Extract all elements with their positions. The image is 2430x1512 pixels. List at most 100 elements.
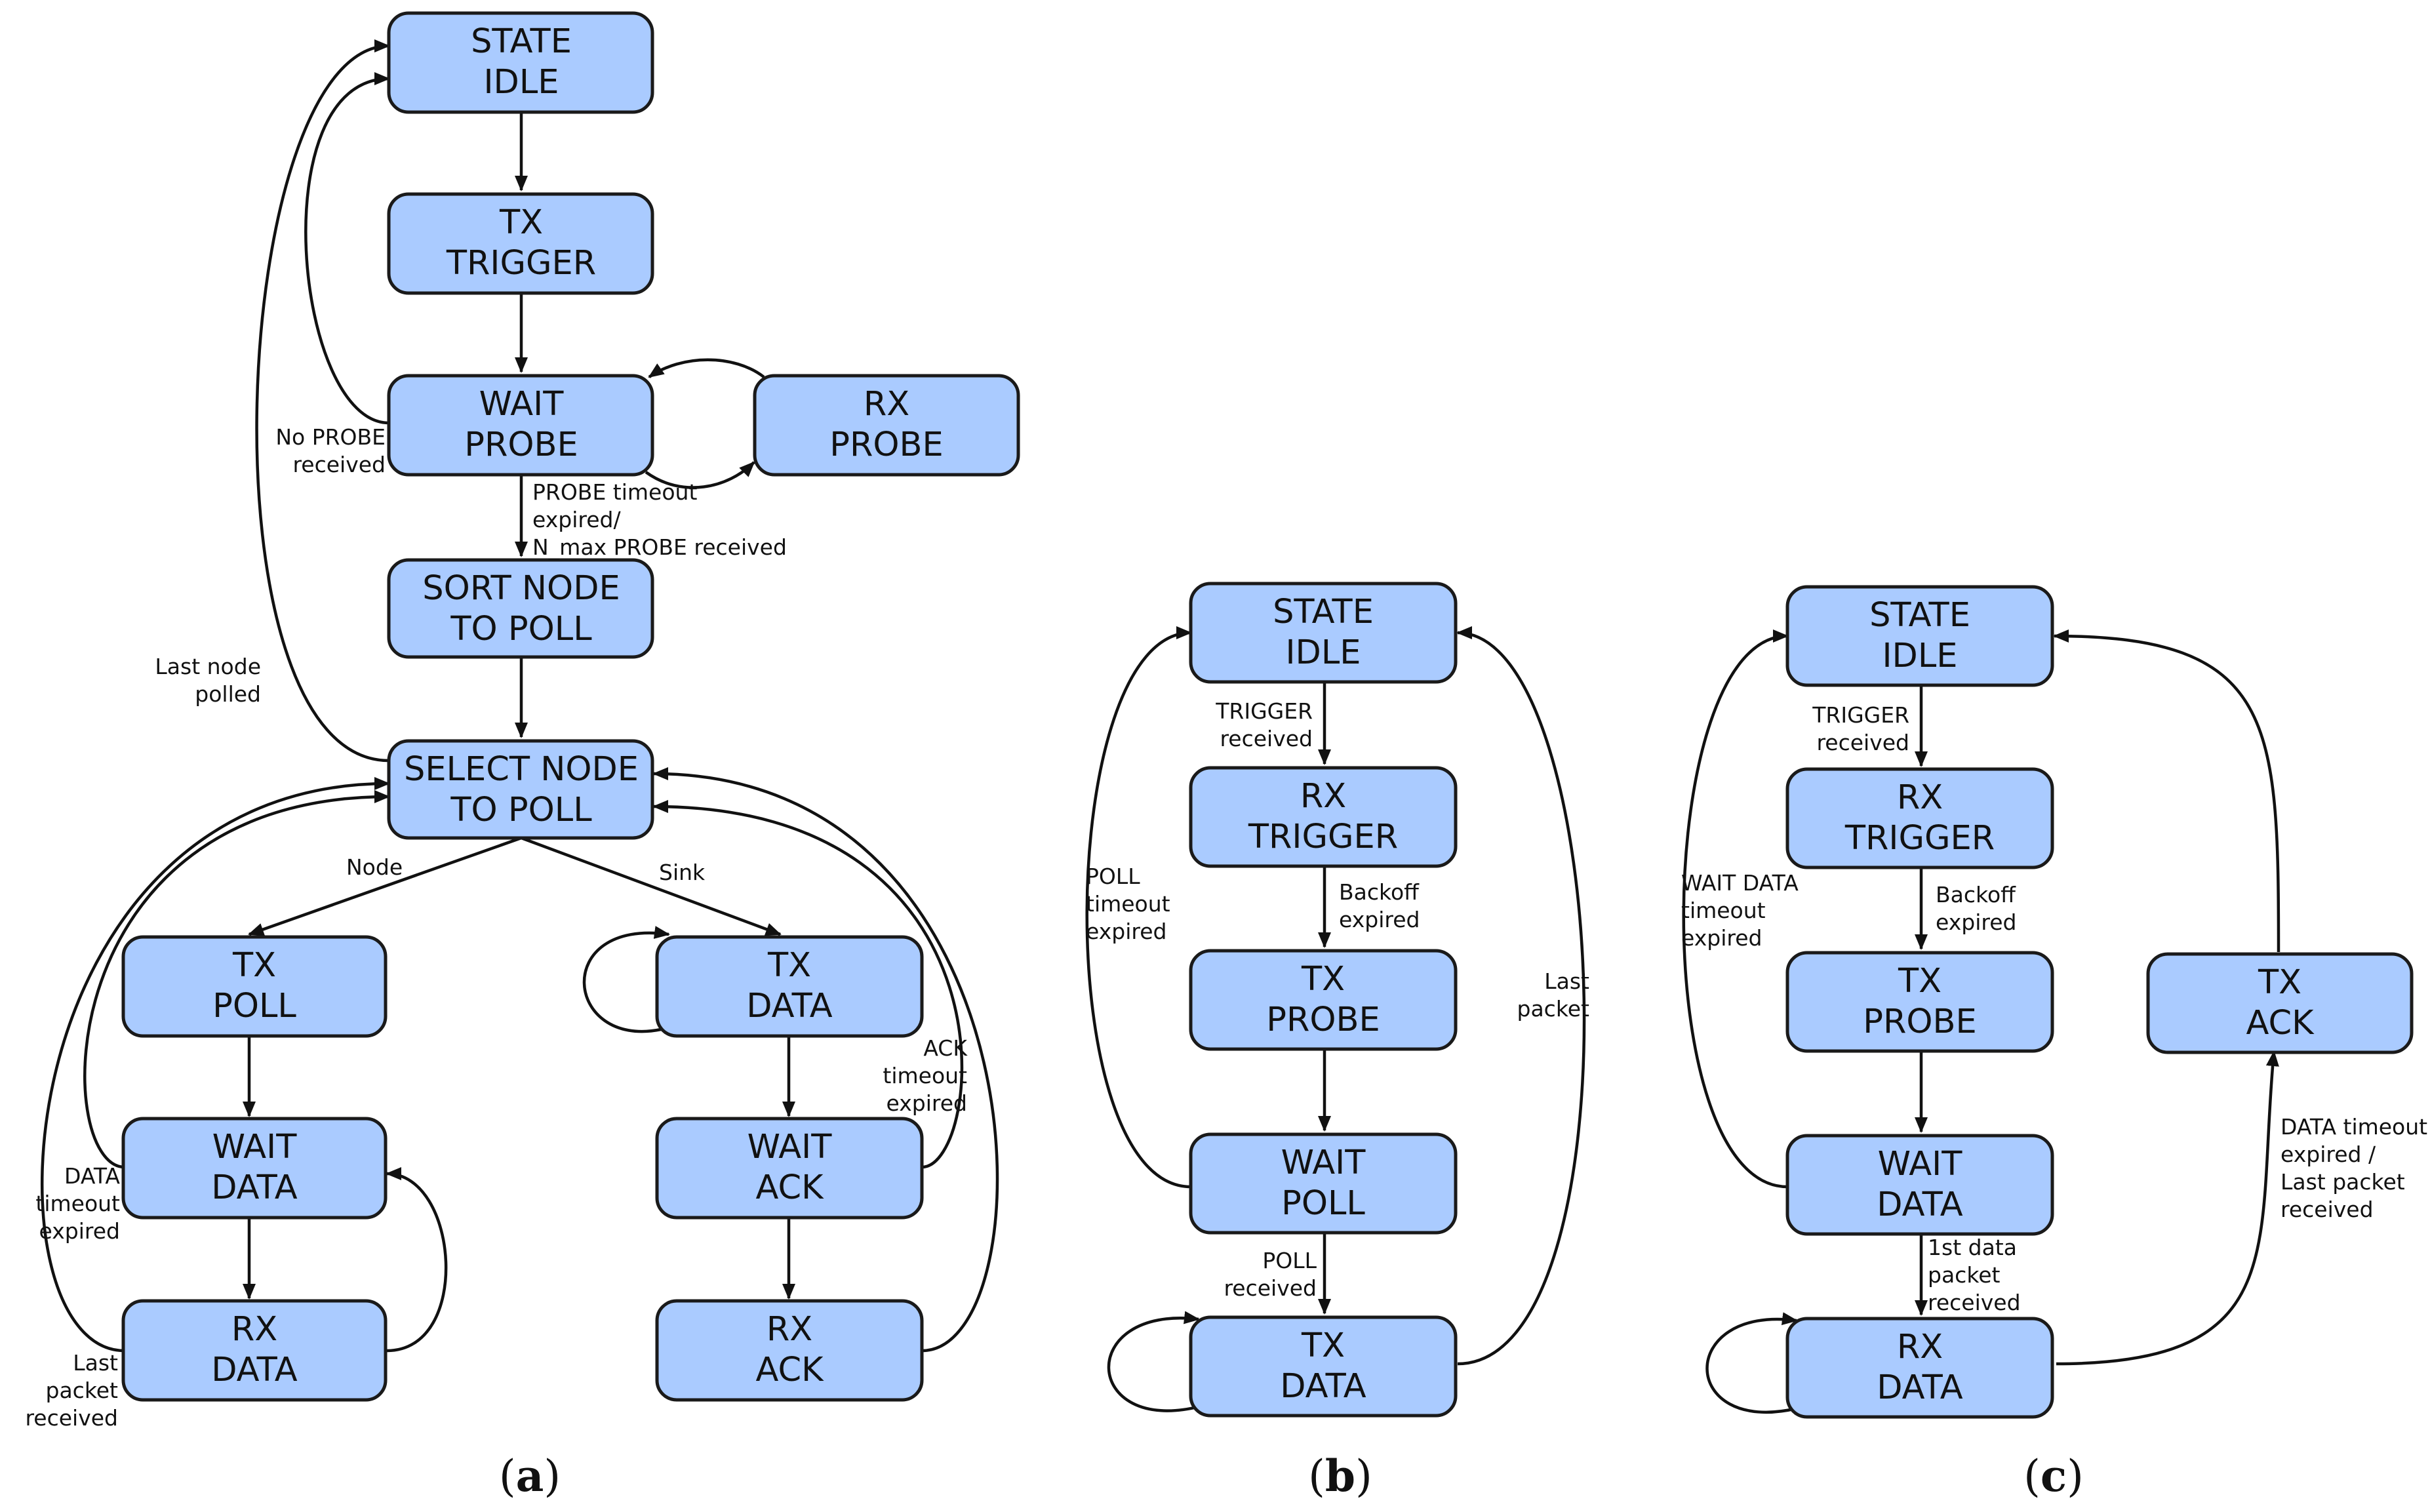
svg-text:IDLE: IDLE bbox=[484, 63, 559, 102]
svg-text:TRIGGER: TRIGGER bbox=[1844, 819, 1995, 858]
svg-text:timeout: timeout bbox=[35, 1191, 120, 1216]
svg-text:ACK: ACK bbox=[755, 1351, 824, 1389]
svg-text:IDLE: IDLE bbox=[1882, 637, 1958, 675]
svg-text:ACK: ACK bbox=[755, 1168, 824, 1207]
svg-text:DATA: DATA bbox=[1877, 1368, 1962, 1407]
svg-text:WAIT DATA: WAIT DATA bbox=[1681, 870, 1799, 896]
a-state-rx-probe: RX PROBE bbox=[753, 374, 1020, 477]
svg-text:TX: TX bbox=[2258, 963, 2301, 1002]
svg-text:Sink: Sink bbox=[659, 860, 706, 885]
svg-text:DATA timeout: DATA timeout bbox=[2281, 1114, 2427, 1140]
svg-text:RX: RX bbox=[231, 1310, 277, 1349]
svg-text:timeout: timeout bbox=[1681, 898, 1766, 923]
svg-text:ACK: ACK bbox=[923, 1035, 968, 1061]
a-state-tx-trigger: TX TRIGGER bbox=[387, 192, 654, 295]
svg-text:STATE: STATE bbox=[1869, 596, 1970, 635]
svg-text:RX: RX bbox=[1897, 1328, 1943, 1366]
svg-text:PROBE: PROBE bbox=[829, 426, 944, 464]
a-state-wait-probe: WAIT PROBE bbox=[387, 374, 654, 477]
svg-text:TO POLL: TO POLL bbox=[450, 610, 592, 648]
svg-text:expired: expired bbox=[1086, 919, 1166, 944]
svg-text:expired: expired bbox=[1681, 925, 1762, 951]
a-state-wait-ack: WAIT ACK bbox=[655, 1117, 924, 1220]
svg-text:TX: TX bbox=[767, 946, 811, 985]
svg-text:TRIGGER: TRIGGER bbox=[1215, 698, 1313, 724]
svg-text:received: received bbox=[2281, 1197, 2374, 1222]
b-state-rx-trigger: RX TRIGGER bbox=[1189, 766, 1458, 868]
svg-text:POLL: POLL bbox=[1262, 1248, 1317, 1273]
svg-text:packet: packet bbox=[1517, 996, 1590, 1022]
svg-text:STATE: STATE bbox=[1273, 593, 1374, 631]
svg-text:IDLE: IDLE bbox=[1286, 633, 1361, 672]
svg-text:received: received bbox=[1220, 726, 1313, 751]
svg-text:expired: expired bbox=[886, 1090, 967, 1116]
panel-a-labels: No PROBE received PROBE timeout expired/… bbox=[25, 424, 968, 1431]
caption-a: (a) bbox=[499, 1450, 561, 1502]
svg-text:POLL: POLL bbox=[1086, 864, 1140, 889]
svg-text:RX: RX bbox=[864, 385, 909, 424]
svg-text:POLL: POLL bbox=[212, 987, 296, 1025]
panel-c-labels: TRIGGER received Backoff expired WAIT DA… bbox=[1681, 702, 2427, 1315]
svg-text:DATA: DATA bbox=[211, 1168, 297, 1207]
svg-text:PROBE: PROBE bbox=[464, 426, 578, 464]
panel-a: STATE IDLE TX TRIGGER WAIT PROBE RX PROB… bbox=[25, 11, 1020, 1502]
svg-text:expired /: expired / bbox=[2281, 1142, 2376, 1167]
svg-text:DATA: DATA bbox=[64, 1163, 120, 1189]
svg-text:DATA: DATA bbox=[1280, 1367, 1366, 1406]
svg-text:Backoff: Backoff bbox=[1936, 882, 2016, 907]
svg-text:Last packet: Last packet bbox=[2281, 1169, 2405, 1195]
svg-text:WAIT: WAIT bbox=[1281, 1144, 1366, 1182]
svg-text:RX: RX bbox=[1300, 777, 1346, 816]
svg-text:expired: expired bbox=[39, 1218, 120, 1244]
svg-text:WAIT: WAIT bbox=[479, 385, 565, 424]
svg-text:RX: RX bbox=[767, 1310, 812, 1349]
svg-text:packet: packet bbox=[46, 1378, 119, 1403]
svg-text:WAIT: WAIT bbox=[747, 1128, 833, 1166]
svg-text:timeout: timeout bbox=[1086, 891, 1170, 917]
svg-text:POLL: POLL bbox=[1281, 1184, 1365, 1223]
c-state-rx-trigger: RX TRIGGER bbox=[1785, 767, 2054, 869]
svg-text:expired: expired bbox=[1339, 907, 1420, 932]
svg-text:TRIGGER: TRIGGER bbox=[446, 244, 596, 283]
svg-text:received: received bbox=[1928, 1290, 2021, 1315]
a-state-rx-data: RX DATA bbox=[121, 1299, 388, 1402]
svg-text:TX: TX bbox=[232, 946, 276, 985]
svg-text:received: received bbox=[1224, 1275, 1317, 1301]
svg-text:SORT NODE: SORT NODE bbox=[422, 569, 620, 608]
panel-b-labels: TRIGGER received Backoff expired POLL re… bbox=[1086, 698, 1589, 1301]
svg-text:Node: Node bbox=[346, 854, 403, 880]
c-state-wait-data: WAIT DATA bbox=[1785, 1134, 2054, 1236]
svg-text:received: received bbox=[1816, 730, 1909, 755]
c-state-idle: STATE IDLE bbox=[1785, 585, 2054, 687]
svg-text:TX: TX bbox=[1301, 1326, 1345, 1365]
c-state-tx-ack: TX ACK bbox=[2146, 952, 2414, 1054]
b-state-tx-probe: TX PROBE bbox=[1189, 949, 1458, 1051]
svg-text:WAIT: WAIT bbox=[212, 1128, 298, 1166]
svg-text:expired: expired bbox=[1936, 909, 2016, 935]
panel-c: STATE IDLE RX TRIGGER TX PROBE WAIT DATA… bbox=[1681, 585, 2427, 1502]
svg-text:PROBE: PROBE bbox=[1863, 1003, 1977, 1041]
caption-b: (b) bbox=[1308, 1450, 1372, 1502]
a-state-tx-poll: TX POLL bbox=[121, 935, 388, 1038]
a-state-tx-data: TX DATA bbox=[655, 935, 924, 1038]
panel-b: STATE IDLE RX TRIGGER TX PROBE WAIT POLL… bbox=[1085, 582, 1589, 1502]
panel-b-edges bbox=[1085, 626, 1586, 1412]
panel-c-edges bbox=[1682, 629, 2281, 1414]
a-state-rx-ack: RX ACK bbox=[655, 1299, 924, 1402]
svg-text:SELECT NODE: SELECT NODE bbox=[404, 750, 639, 789]
svg-text:RX: RX bbox=[1897, 778, 1943, 817]
svg-text:Backoff: Backoff bbox=[1339, 879, 1420, 905]
a-state-idle: STATE IDLE bbox=[387, 11, 654, 114]
svg-text:1st data: 1st data bbox=[1928, 1235, 2017, 1260]
svg-text:TX: TX bbox=[499, 203, 543, 242]
svg-text:STATE: STATE bbox=[471, 22, 572, 61]
svg-text:ACK: ACK bbox=[2246, 1004, 2315, 1043]
a-state-select-node: SELECT NODE TO POLL bbox=[387, 739, 654, 840]
svg-text:Last node: Last node bbox=[155, 654, 261, 679]
svg-text:TX: TX bbox=[1301, 960, 1345, 999]
svg-text:TX: TX bbox=[1898, 962, 1942, 1001]
svg-text:PROBE timeout: PROBE timeout bbox=[532, 479, 697, 505]
caption-c: (c) bbox=[2023, 1450, 2084, 1502]
svg-text:packet: packet bbox=[1928, 1262, 2001, 1288]
